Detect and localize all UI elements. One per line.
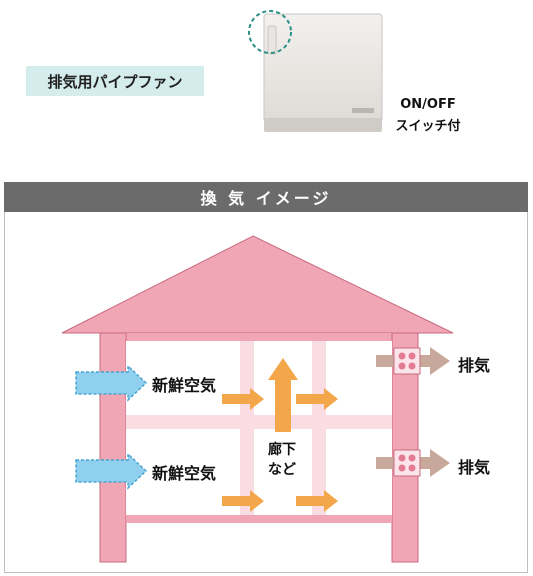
flow-arrow-3 bbox=[222, 490, 264, 512]
product-name: 排気用パイプファン bbox=[47, 72, 183, 91]
exhaust-label-top: 排気 bbox=[458, 356, 491, 375]
partition-right bbox=[312, 341, 326, 515]
fresh-air-arrow-bottom bbox=[75, 452, 148, 490]
pipe-fan-image bbox=[263, 13, 383, 132]
partition-left bbox=[240, 341, 254, 515]
product-name-tag: 排気用パイプファン bbox=[26, 66, 204, 96]
hallway-label: 廊下 など bbox=[262, 440, 302, 480]
flow-arrow-4 bbox=[296, 490, 338, 512]
partition-horizontal bbox=[126, 415, 392, 429]
flow-arrow-2 bbox=[296, 388, 338, 410]
house-left-wall bbox=[99, 332, 127, 563]
exhaust-label-bottom: 排気 bbox=[458, 458, 491, 477]
exhaust-fan-top bbox=[376, 347, 450, 375]
diagram-title: 換 気 イメージ bbox=[200, 189, 332, 208]
fresh-air-label-bottom: 新鮮空気 bbox=[152, 464, 217, 483]
fresh-air-label-top: 新鮮空気 bbox=[152, 376, 217, 395]
exhaust-fan-bottom bbox=[376, 449, 450, 477]
switch-highlight-circle bbox=[248, 10, 292, 54]
flow-arrow-up bbox=[268, 358, 298, 432]
hallway-label-line1: 廊下 bbox=[268, 442, 296, 458]
fresh-air-arrow-top bbox=[75, 364, 148, 402]
hallway-label-line2: など bbox=[268, 462, 296, 478]
switch-caption-line2: スイッチ付 bbox=[395, 119, 461, 134]
house-ceiling bbox=[100, 333, 418, 341]
switch-caption: ON/OFF スイッチ付 bbox=[388, 94, 468, 138]
house-floor bbox=[126, 515, 392, 523]
diagram-title-bar: 換 気 イメージ bbox=[4, 182, 528, 212]
house-roof bbox=[61, 235, 454, 334]
switch-caption-line1: ON/OFF bbox=[400, 97, 456, 112]
flow-arrow-1 bbox=[222, 388, 264, 410]
